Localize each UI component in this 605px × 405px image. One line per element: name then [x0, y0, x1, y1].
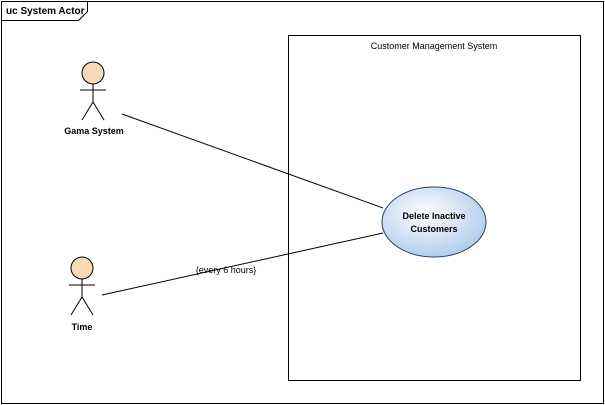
stick-figure-icon [80, 61, 106, 121]
use-case-label-line-2: Customers [410, 224, 457, 234]
actor-time[interactable]: Time [69, 256, 95, 332]
use-case-label-line-1: Delete Inactive [402, 211, 465, 221]
actor-time-label: Time [72, 322, 93, 332]
association-time-line[interactable] [101, 232, 384, 296]
frame-title-tab [1, 1, 88, 21]
association-time-label: {every 6 hours} [196, 265, 257, 275]
actor-gama-system[interactable]: Gama System [64, 61, 124, 136]
actor-gama-system-label: Gama System [64, 126, 124, 136]
stick-figure-icon [69, 256, 95, 316]
system-boundary-title: Customer Management System [371, 41, 498, 51]
frame-title: uc System Actor [6, 6, 85, 17]
use-case-delete-inactive-customers[interactable]: Delete Inactive Customers [381, 186, 487, 258]
association-gama-system-line[interactable] [121, 113, 384, 209]
